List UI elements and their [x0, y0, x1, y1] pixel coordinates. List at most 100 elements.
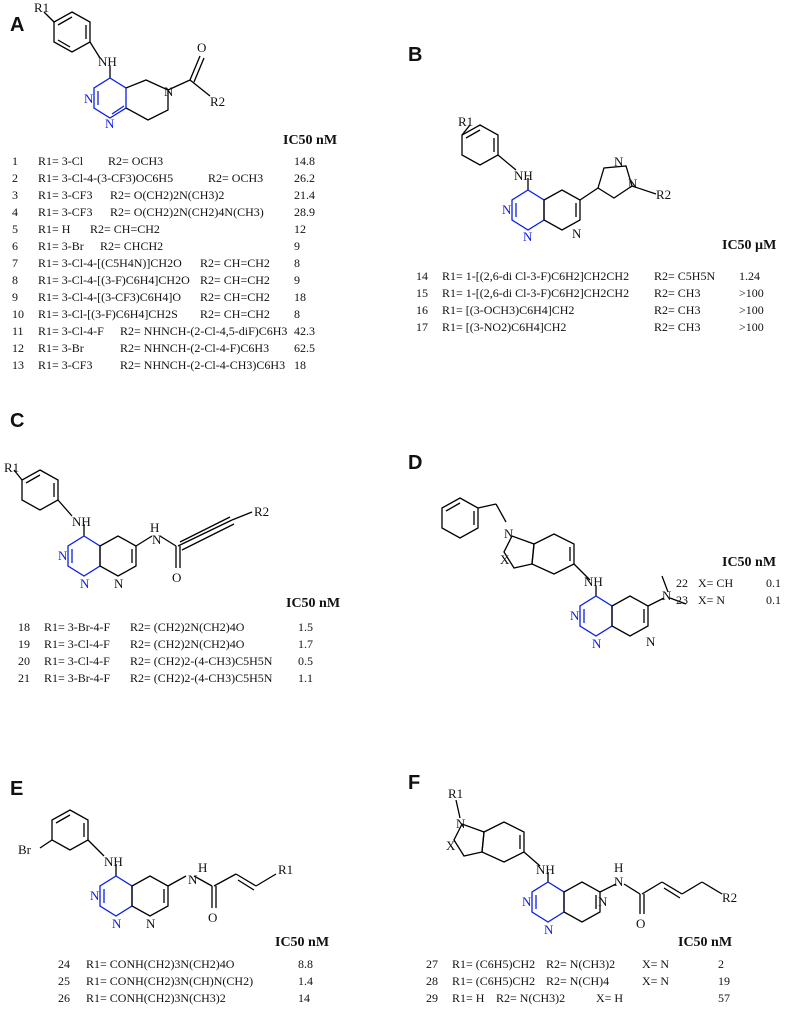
- r2-label: R2: [210, 94, 225, 109]
- pyridine-n-label: N: [572, 226, 582, 241]
- pyrimidine-n3-label: N: [105, 116, 115, 131]
- nh-label: NH: [98, 54, 117, 69]
- panel-letter-e: E: [10, 778, 24, 800]
- pyridine-n-label: N: [114, 576, 124, 591]
- indole-n-label: N: [456, 816, 466, 831]
- pyrimidine-n1-label: N: [58, 548, 68, 563]
- structure-c: R1 NH H N O R2 N N N: [4, 460, 269, 591]
- structure-f: R1 N X NH H N O R2 N N N: [446, 786, 737, 937]
- indole-n-label: N: [504, 526, 514, 541]
- carbonyl-o-label: O: [172, 570, 181, 585]
- amide-h-label: H: [198, 860, 207, 875]
- structure-b: R1 NH N N R2 N N N: [458, 114, 671, 244]
- ic50-header-a: IC50 nM: [283, 133, 338, 148]
- br-label: Br: [18, 842, 32, 857]
- panel-letter-f: F: [408, 772, 421, 794]
- x-label: X: [446, 838, 456, 853]
- x-label: X: [500, 552, 510, 567]
- pyrimidine-n1-label: N: [522, 894, 532, 909]
- pyridine-n-label: N: [146, 916, 156, 931]
- pyridine-n-label: N: [598, 894, 608, 909]
- structure-a: R1 NH O R2 N N N: [34, 0, 225, 131]
- amide-n-label: N: [614, 874, 624, 889]
- r2-label: R2: [254, 504, 269, 519]
- structure-e: Br NH H N O R1 N N N: [18, 809, 293, 931]
- ic50-header-f: IC50 nM: [678, 935, 733, 950]
- panel-letter-c: C: [10, 410, 25, 432]
- panel-letter-a: A: [10, 14, 25, 36]
- pyrimidine-n1-label: N: [90, 888, 100, 903]
- pyrimidine-n3-label: N: [112, 916, 122, 931]
- nh-label: NH: [584, 574, 603, 589]
- pyrimidine-n3-label: N: [544, 922, 554, 937]
- carbonyl-o-label: O: [197, 40, 206, 55]
- nh-label: NH: [536, 862, 555, 877]
- ic50-header-d: IC50 nM: [722, 555, 777, 570]
- ic50-header-b: IC50 µM: [722, 238, 777, 253]
- dimethyl-n-label: N: [662, 588, 672, 603]
- ic50-header-e: IC50 nM: [275, 935, 330, 950]
- r1-label: R1: [278, 862, 293, 877]
- nh-label: NH: [514, 168, 533, 183]
- carbonyl-o-label: O: [208, 910, 217, 925]
- pyrimidine-n1-label: N: [502, 202, 512, 217]
- pyrazole-n1-label: N: [628, 176, 638, 191]
- amide-h-label: H: [614, 860, 623, 875]
- pyrimidine-n3-label: N: [592, 636, 602, 651]
- amide-n-label: N: [188, 872, 198, 887]
- amide-n-label: N: [164, 84, 174, 99]
- nh-label: NH: [104, 854, 123, 869]
- pyrazole-n-label: N: [614, 154, 624, 169]
- panel-letter-b: B: [408, 44, 423, 66]
- pyrimidine-n1-label: N: [570, 608, 580, 623]
- pyrimidine-n3-label: N: [80, 576, 90, 591]
- ic50-header-c: IC50 nM: [286, 596, 341, 611]
- r1-label: R1: [458, 114, 473, 129]
- carbonyl-o-label: O: [636, 916, 645, 931]
- r2-label: R2: [722, 890, 737, 905]
- nh-label: NH: [72, 514, 91, 529]
- amide-n-label: N: [152, 532, 162, 547]
- pyridine-n-label: N: [646, 634, 656, 649]
- r1-label: R1: [448, 786, 463, 801]
- pyrimidine-n1-label: N: [84, 91, 94, 106]
- pyrimidine-n3-label: N: [523, 229, 533, 244]
- panel-letter-d: D: [408, 452, 423, 474]
- r1-label: R1: [4, 460, 19, 475]
- r1-label: R1: [34, 0, 49, 15]
